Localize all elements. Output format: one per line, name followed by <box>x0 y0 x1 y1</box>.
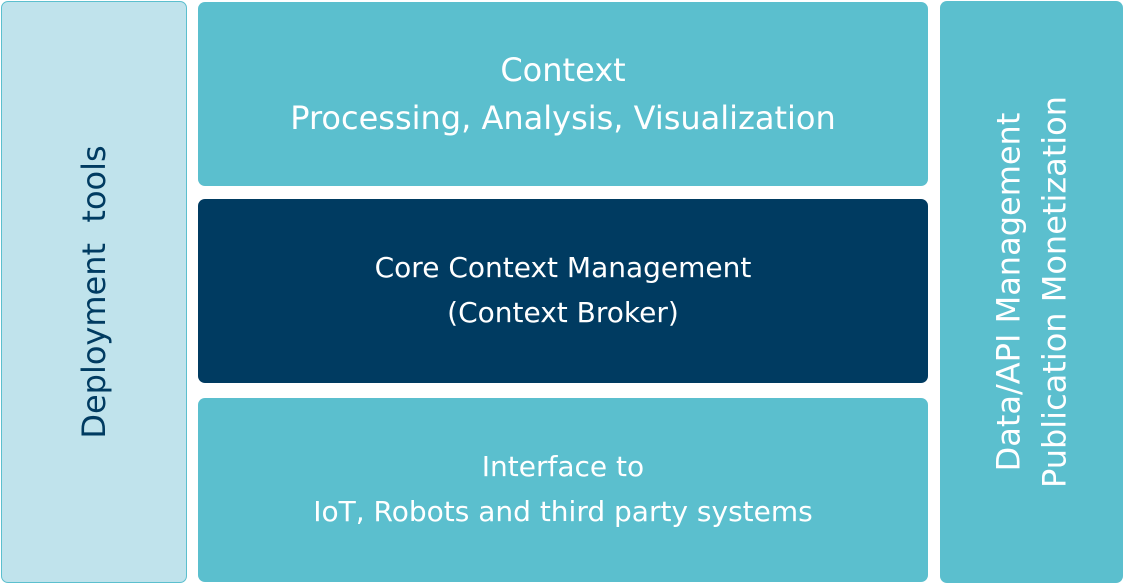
deployment-tools-panel: Deployment tools <box>1 1 187 583</box>
context-processing-title: Context <box>500 51 626 89</box>
interface-block: Interface to IoT, Robots and third party… <box>198 398 928 582</box>
context-processing-text: Context Processing, Analysis, Visualizat… <box>290 46 836 142</box>
data-api-management-label-group: Data/API Management Publication Monetiza… <box>985 96 1078 488</box>
core-context-management-text: Core Context Management (Context Broker) <box>375 246 752 336</box>
context-processing-subtitle: Processing, Analysis, Visualization <box>290 99 836 137</box>
data-api-management-label: Data/API Management <box>989 112 1028 472</box>
context-broker-subtitle: (Context Broker) <box>447 296 679 329</box>
core-context-management-title: Core Context Management <box>374 251 752 285</box>
interface-title: Interface to <box>481 450 645 484</box>
publication-monetization-label: Publication Monetization <box>1035 95 1074 489</box>
context-processing-block: Context Processing, Analysis, Visualizat… <box>198 2 928 186</box>
interface-text: Interface to IoT, Robots and third party… <box>313 445 812 535</box>
deployment-tools-label: Deployment tools <box>74 145 113 439</box>
interface-subtitle: IoT, Robots and third party systems <box>313 495 813 528</box>
data-api-management-panel: Data/API Management Publication Monetiza… <box>940 1 1123 583</box>
deployment-tools-label-group: Deployment tools <box>71 145 117 438</box>
core-context-management-block: Core Context Management (Context Broker) <box>198 199 928 383</box>
